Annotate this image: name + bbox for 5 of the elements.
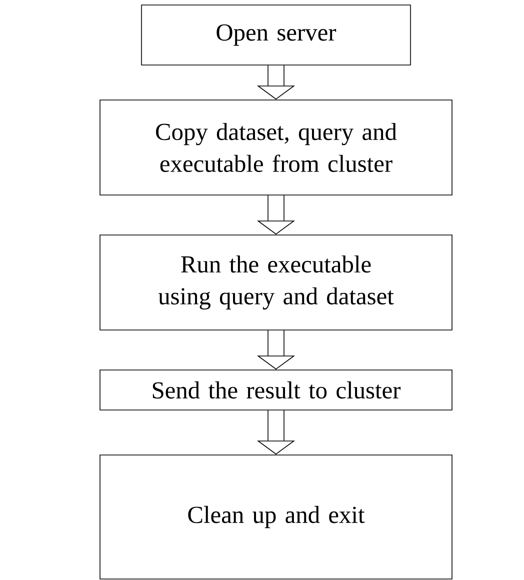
process-box: Open server [141, 4, 411, 66]
process-box: Copy dataset, query and executable from cluster [100, 100, 452, 196]
process-box: Send the result to cluster [100, 370, 452, 410]
process-box: Run the executable using query and dataset [100, 234, 452, 330]
process-box: Clean up and exit [100, 454, 452, 580]
